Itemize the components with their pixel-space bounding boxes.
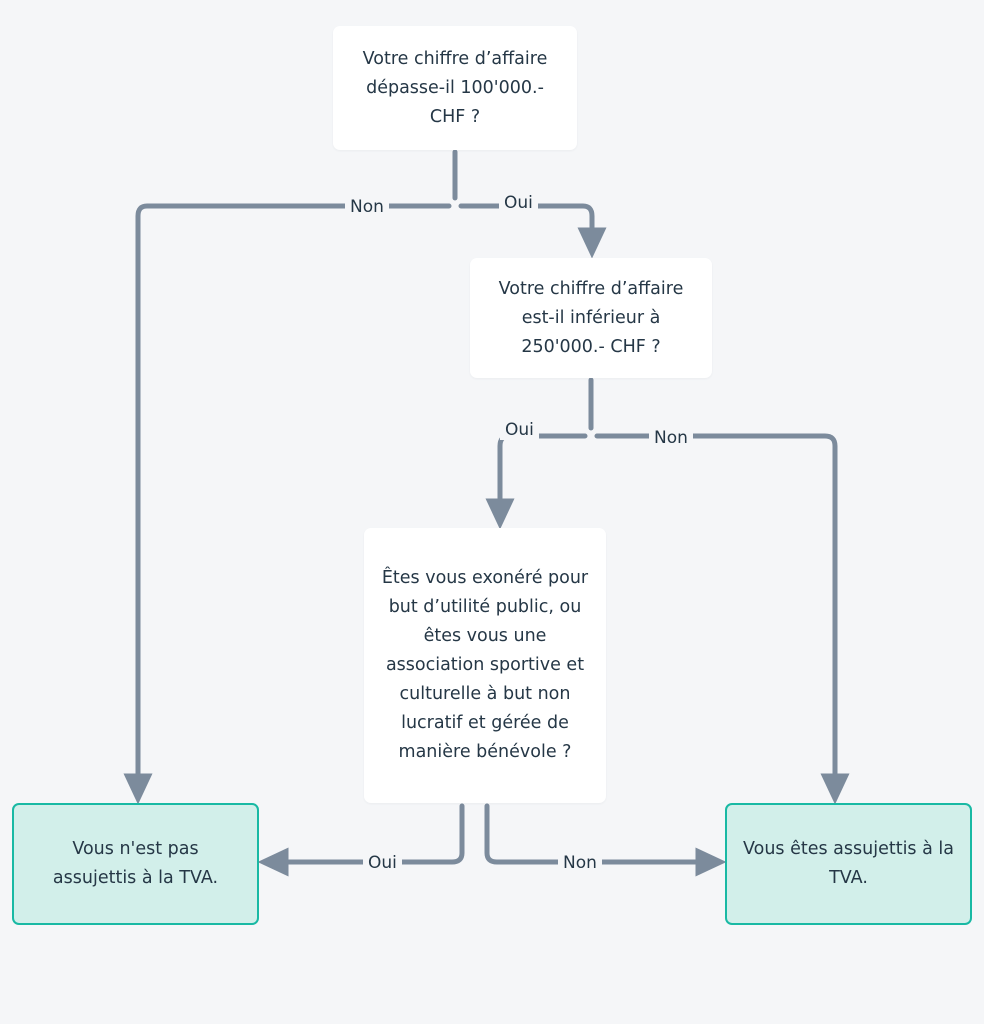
- decision-node-revenue-under-250k[interactable]: Votre chiffre d’affaire est-il inférieur…: [470, 258, 712, 378]
- terminal-node-liable[interactable]: Vous êtes assujettis à la TVA.: [725, 803, 972, 925]
- terminal-node-not-liable[interactable]: Vous n'est pas assujettis à la TVA.: [12, 803, 259, 925]
- edge-q2-oui: [485, 433, 588, 530]
- edge-q2-non: [594, 433, 850, 805]
- edge-label-q3-oui: Oui: [363, 853, 402, 873]
- decision-node-revenue-over-100k[interactable]: Votre chiffre d’affaire dépasse-il 100'0…: [333, 26, 577, 150]
- decision-node-exempt-nonprofit[interactable]: Êtes vous exonéré pour but d’utilité pub…: [364, 528, 606, 803]
- edge-label-q1-non: Non: [345, 197, 389, 217]
- edge-label-q3-non: Non: [558, 853, 602, 873]
- edge-label-q2-oui: Oui: [500, 420, 539, 440]
- edge-label-q2-non: Non: [649, 428, 693, 448]
- edge-label-q1-oui: Oui: [499, 193, 538, 213]
